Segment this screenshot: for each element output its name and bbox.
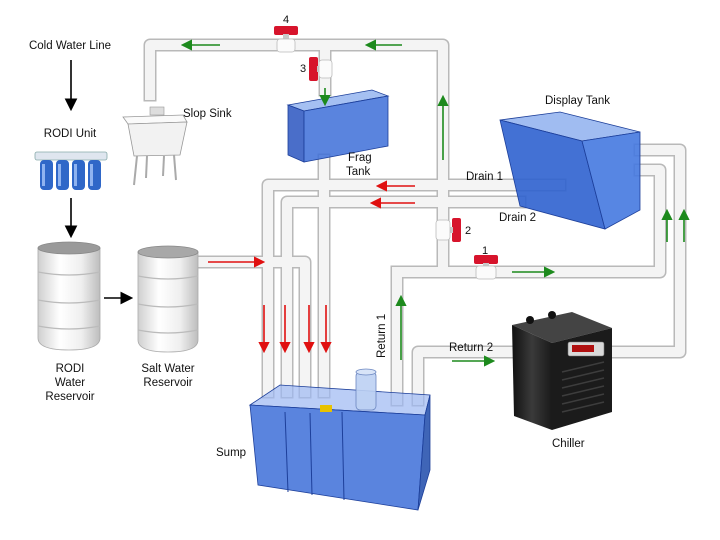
label-return-1: Return 1 [376,314,388,358]
label-valve-1: 1 [482,245,488,257]
slop-sink [122,106,188,186]
labels: Cold Water Line RODI Unit Slop Sink Frag… [29,14,610,459]
label-valve-2: 2 [465,225,471,237]
display-tank [499,111,641,230]
label-slop-sink: Slop Sink [183,108,232,120]
label-return-2: Return 2 [449,342,493,354]
label-rodi-reservoir-line-1: RODI [56,363,85,375]
rodi-water-reservoir [37,241,101,351]
label-rodi-reservoir-line-2: Water [55,377,85,389]
rodi-unit [34,151,108,190]
label-cold-water-line: Cold Water Line [29,40,111,52]
valve-4[interactable] [274,26,298,53]
label-drain-2: Drain 2 [499,212,536,224]
red-flow-arrows [208,180,415,354]
salt-water-reservoir [137,245,199,353]
label-valve-4: 4 [283,14,289,26]
label-salt-reservoir-line-2: Reservoir [143,377,192,389]
valve-1[interactable] [474,255,498,280]
sump [248,368,431,511]
label-salt-reservoir-line-1: Salt Water [141,363,194,375]
label-drain-1: Drain 1 [466,171,503,183]
chiller [512,311,612,430]
label-chiller: Chiller [552,438,585,450]
green-flow-arrows [180,39,690,367]
label-rodi-unit: RODI Unit [44,128,97,140]
frag-tank [286,89,390,163]
label-sump: Sump [216,447,246,459]
label-display-tank: Display Tank [545,95,610,107]
label-rodi-reservoir-line-3: Reservoir [45,391,94,403]
black-flow-arrows [64,60,134,305]
label-frag-tank-line-1: Frag [348,152,372,164]
pipe-network [143,38,687,407]
valve-2[interactable] [435,218,461,242]
valve-3[interactable] [309,57,333,81]
label-frag-tank-line-2: Tank [346,166,371,178]
label-valve-3: 3 [300,63,306,75]
